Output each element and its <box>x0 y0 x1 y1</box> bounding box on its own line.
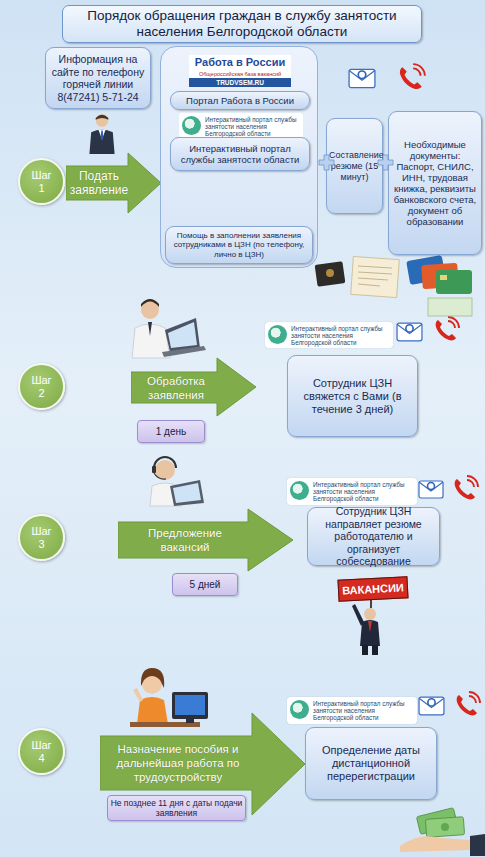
arrow-body <box>131 358 256 416</box>
box-text: Портал Работа в России <box>173 95 307 106</box>
step-circle: Шаг 4 <box>18 728 65 775</box>
logo-text: Интерактивный портал службы занятости на… <box>179 113 303 139</box>
box-text: Определение даты дистанционной перерегис… <box>308 744 434 783</box>
block-arrow: Обработка заявления <box>131 357 257 417</box>
duration-box: 1 день <box>137 420 205 443</box>
portal-logo: Интерактивный портал службы занятости на… <box>287 697 417 724</box>
step-text: Шаг 3 <box>28 525 56 551</box>
block-arrow: Подать заявление <box>66 152 162 214</box>
step-circle: Шаг 1 <box>18 158 65 205</box>
box-text: Помощь в заполнении заявления сотрудника… <box>168 231 310 260</box>
box-text: Необходимые документы: Паспорт, СНИЛС, И… <box>391 139 479 227</box>
process-box: Информация на сайте по телефону горячей … <box>45 47 151 109</box>
process-box: Помощь в заполнении заявления сотрудника… <box>165 226 313 264</box>
process-box: Сотрудник ЦЗН свяжется с Вами (в течение… <box>287 355 418 437</box>
step-text: Шаг 1 <box>28 169 56 195</box>
portal-logo: Интерактивный портал службы занятости на… <box>287 478 417 505</box>
step-text: Шаг 2 <box>28 374 56 400</box>
logo-caption: Работа в России <box>189 55 291 70</box>
box-text: 1 день <box>139 426 203 438</box>
duration-box: 5 дней <box>172 573 238 596</box>
box-text: Составление резюме (15 минут) <box>329 150 380 183</box>
process-box: Определение даты дистанционной перерегис… <box>305 727 437 800</box>
arrow-body <box>118 509 293 571</box>
step-circle: Шаг 2 <box>18 363 65 410</box>
arrow-text: Назначение пособия и дальнейшая работа п… <box>104 736 252 790</box>
box-text: 5 дней <box>174 579 236 591</box>
logo-mark <box>268 325 287 344</box>
process-box: Составление резюме (15 минут) <box>326 118 383 214</box>
box-text: Информация на сайте по телефону горячей … <box>48 53 148 103</box>
arrow-text: Обработка заявления <box>135 372 217 403</box>
arrow-text: Подать заявление <box>70 166 128 200</box>
logo-mark <box>182 116 201 135</box>
arrow-shape <box>118 508 294 572</box>
channel-group: Работа в РоссииОбщероссийская база вакан… <box>160 46 318 268</box>
vacancy-sign: ВАКАНСИИ <box>337 576 408 602</box>
process-box: Портал Работа в России <box>170 91 310 110</box>
process-box: Интерактивный портал службы занятости об… <box>170 137 310 171</box>
process-box: Сотрудник ЦЗН направляет резюме работода… <box>307 507 440 566</box>
logo-caption: TRUDVSEM.RU <box>189 78 291 87</box>
box-text: Сотрудник ЦЗН свяжется с Вами (в течение… <box>290 377 415 416</box>
box-text: Не позднее 11 дня с даты подачи заявлени… <box>109 798 244 818</box>
block-arrow: Предложение вакансий <box>118 508 294 572</box>
logo-caption: Общероссийская база вакансий <box>189 70 291 78</box>
arrow-shape <box>131 357 257 417</box>
process-box: Необходимые документы: Паспорт, СНИЛС, И… <box>388 111 482 255</box>
arrow-text: Предложение вакансий <box>122 522 248 558</box>
logo-mark <box>290 481 309 500</box>
duration-box: Не позднее 11 дня с даты подачи заявлени… <box>107 795 246 821</box>
title-text: Порядок обращения граждан в службу занят… <box>63 8 421 40</box>
box-text: Сотрудник ЦЗН направляет резюме работода… <box>310 505 437 568</box>
arrow-body <box>66 153 161 213</box>
box-text: Интерактивный портал службы занятости об… <box>173 143 307 165</box>
title-box: Порядок обращения граждан в службу занят… <box>62 5 422 43</box>
step-circle: Шаг 3 <box>18 514 65 561</box>
logo-mark <box>290 700 309 719</box>
portal-logo: Интерактивный портал службы занятости на… <box>265 322 393 348</box>
step-text: Шаг 4 <box>28 739 56 765</box>
